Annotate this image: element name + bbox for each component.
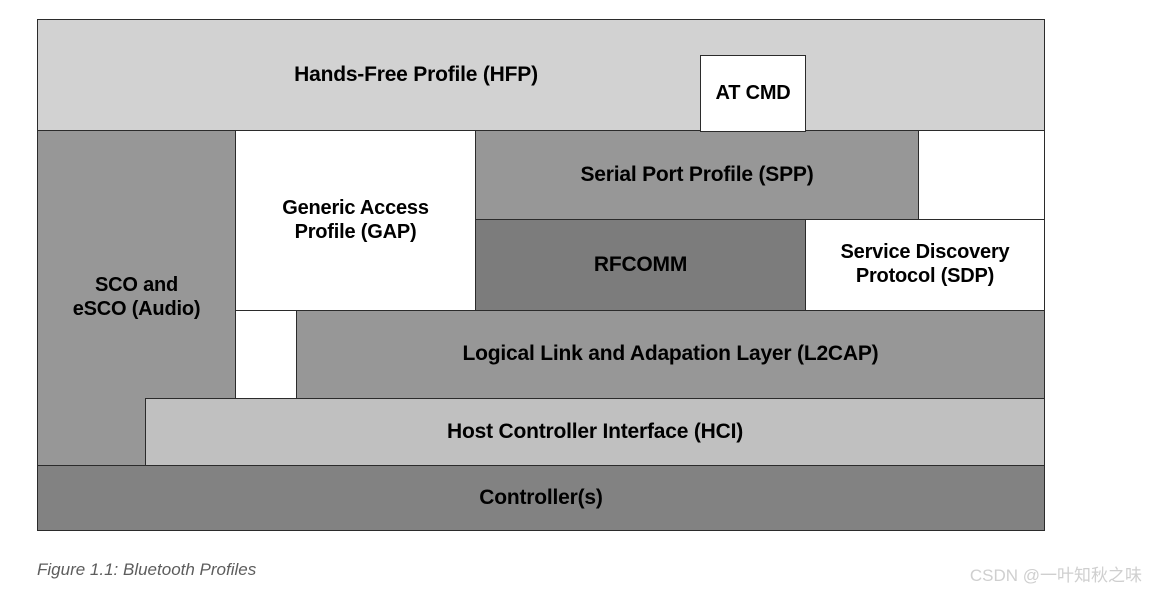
block-rfcomm: RFCOMM (475, 219, 806, 311)
block-host-controller-interface: Host Controller Interface (HCI) (145, 398, 1045, 466)
block-label-sco-line1: SCO and (94, 274, 179, 297)
spacer-above-sdp (918, 130, 1045, 220)
block-label-at-cmd: AT CMD (715, 81, 791, 104)
block-label-sco-line2: eSCO (Audio) (72, 298, 201, 320)
block-sco-esco-audio: SCO and eSCO (Audio) (37, 130, 236, 466)
block-label-spp: Serial Port Profile (SPP) (580, 162, 814, 186)
block-label-hci: Host Controller Interface (HCI) (447, 419, 743, 443)
block-at-cmd: AT CMD (700, 55, 806, 132)
block-l2cap: Logical Link and Adapation Layer (L2CAP) (296, 310, 1045, 399)
block-label-gap-line1: Generic Access (282, 196, 429, 219)
watermark-text: CSDN @一叶知秋之味 (969, 566, 1142, 585)
block-label-rfcomm: RFCOMM (593, 252, 688, 276)
block-label-sdp: Service Discovery Protocol (SDP) (841, 241, 1010, 288)
block-label-sco: SCO and eSCO (Audio) (73, 274, 201, 321)
block-label-sdp-line1: Service Discovery (840, 241, 1010, 264)
block-label-gap: Generic Access Profile (GAP) (282, 197, 429, 244)
block-generic-access-profile: Generic Access Profile (GAP) (235, 130, 476, 311)
block-serial-port-profile: Serial Port Profile (SPP) (475, 130, 919, 220)
block-label-controller: Controller(s) (479, 485, 603, 509)
block-label-sdp-line2: Protocol (SDP) (855, 265, 995, 287)
block-controllers: Controller(s) (37, 465, 1045, 531)
block-label-hfp: Hands-Free Profile (HFP) (294, 62, 538, 86)
block-hands-free-profile: Hands-Free Profile (HFP) (37, 19, 1045, 131)
block-service-discovery-protocol: Service Discovery Protocol (SDP) (805, 219, 1045, 311)
figure-caption: Figure 1.1: Bluetooth Profiles (37, 560, 257, 579)
block-label-l2cap: Logical Link and Adapation Layer (L2CAP) (462, 342, 879, 366)
block-label-gap-line2: Profile (GAP) (294, 220, 417, 243)
